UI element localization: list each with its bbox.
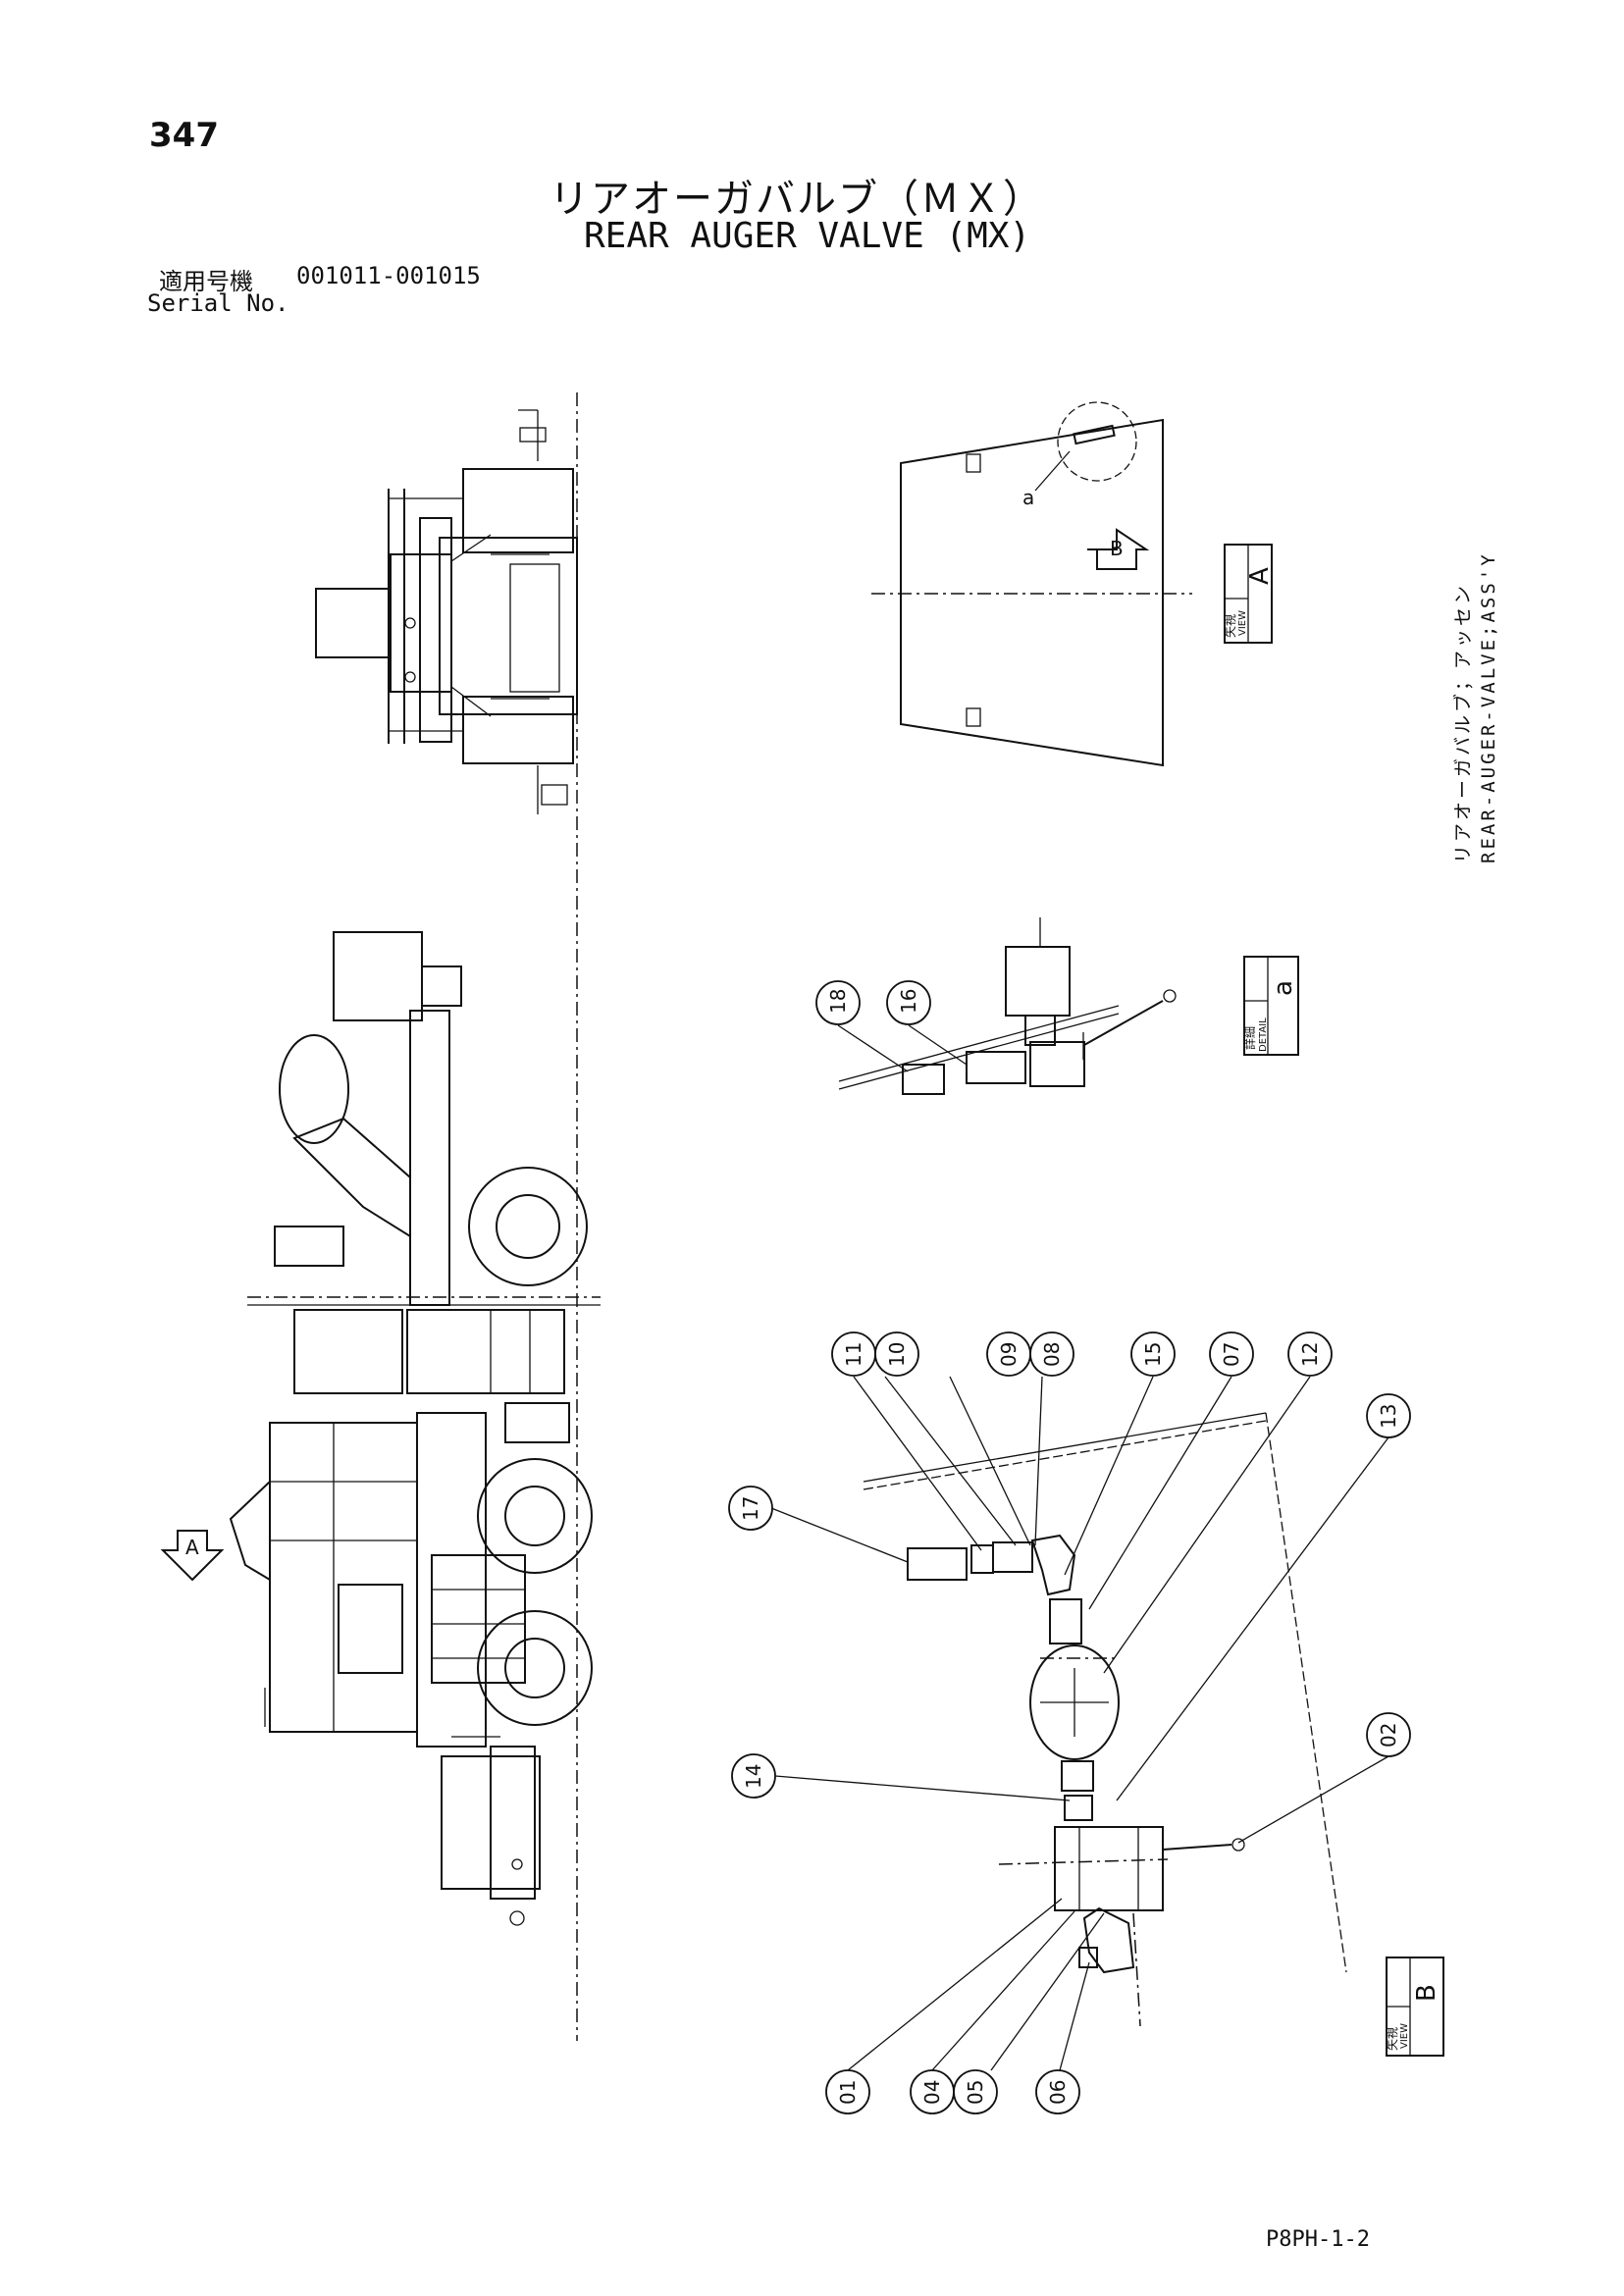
- callout-13: 13: [1377, 1404, 1400, 1429]
- view-a-letter: A: [1245, 567, 1275, 585]
- view-b-letter: B: [1412, 1984, 1441, 2002]
- view-a-arrow-label: A: [185, 1536, 199, 1559]
- serial-label-en: Serial No.: [147, 289, 289, 317]
- view-b-arrow-label: B: [1110, 537, 1124, 560]
- callout-07: 07: [1220, 1342, 1243, 1367]
- view-a-drawing: a B: [871, 401, 1192, 767]
- callout-01: 01: [836, 2080, 860, 2105]
- view-b-callouts: 11 10 09 08 15 07 12 13 17 02 14 01 04 0…: [728, 1331, 1411, 2114]
- view-b-label: 矢視 VIEW B: [1385, 1957, 1444, 2057]
- drawing-code: P8PH-1-2: [1266, 2227, 1370, 2252]
- callout-02: 02: [1377, 1723, 1400, 1748]
- detail-a-letter: a: [1269, 980, 1298, 996]
- page-title-jp: リアオーガバルブ（ＭＸ）: [550, 177, 1044, 222]
- callout-08: 08: [1040, 1342, 1064, 1367]
- detail-a-en: DETAIL: [1258, 1018, 1269, 1052]
- callout-15: 15: [1141, 1342, 1165, 1367]
- detail-a-marker: a: [1022, 486, 1034, 509]
- callout-10: 10: [885, 1342, 909, 1367]
- page-number: 347: [149, 116, 219, 155]
- callout-05: 05: [964, 2080, 987, 2105]
- view-a-kanji: 矢視: [1223, 614, 1237, 638]
- machine-side-view: [229, 931, 593, 1926]
- callout-09: 09: [997, 1342, 1021, 1367]
- callout-12: 12: [1298, 1342, 1322, 1367]
- callout-17: 17: [739, 1496, 762, 1521]
- serial-range: 001011-001015: [296, 262, 481, 289]
- callout-06: 06: [1046, 2080, 1070, 2105]
- machine-centerline: [247, 392, 601, 2041]
- view-a-label: 矢視 VIEW A: [1223, 544, 1275, 644]
- view-b-kanji: 矢視: [1385, 2027, 1399, 2051]
- view-b-en: VIEW: [1399, 2023, 1410, 2049]
- page-title-en: REAR AUGER VALVE (MX): [584, 216, 1031, 256]
- detail-a-kanji: 詳細: [1242, 1026, 1257, 1050]
- callout-18: 18: [826, 989, 850, 1014]
- detail-a-drawing: [838, 917, 1177, 1095]
- view-b-drawing: [863, 1412, 1347, 2027]
- machine-top-view: [315, 409, 578, 814]
- callout-16: 16: [897, 989, 920, 1014]
- detail-a-callouts: 18 16: [815, 980, 968, 1072]
- callout-04: 04: [920, 2080, 944, 2105]
- callout-11: 11: [842, 1342, 865, 1367]
- view-a-arrow: A: [160, 1530, 225, 1582]
- detail-a-label: 詳細 DETAIL a: [1242, 956, 1299, 1056]
- serial-label-jp: 適用号機: [159, 268, 253, 295]
- callout-14: 14: [742, 1764, 765, 1789]
- view-a-en: VIEW: [1237, 610, 1248, 636]
